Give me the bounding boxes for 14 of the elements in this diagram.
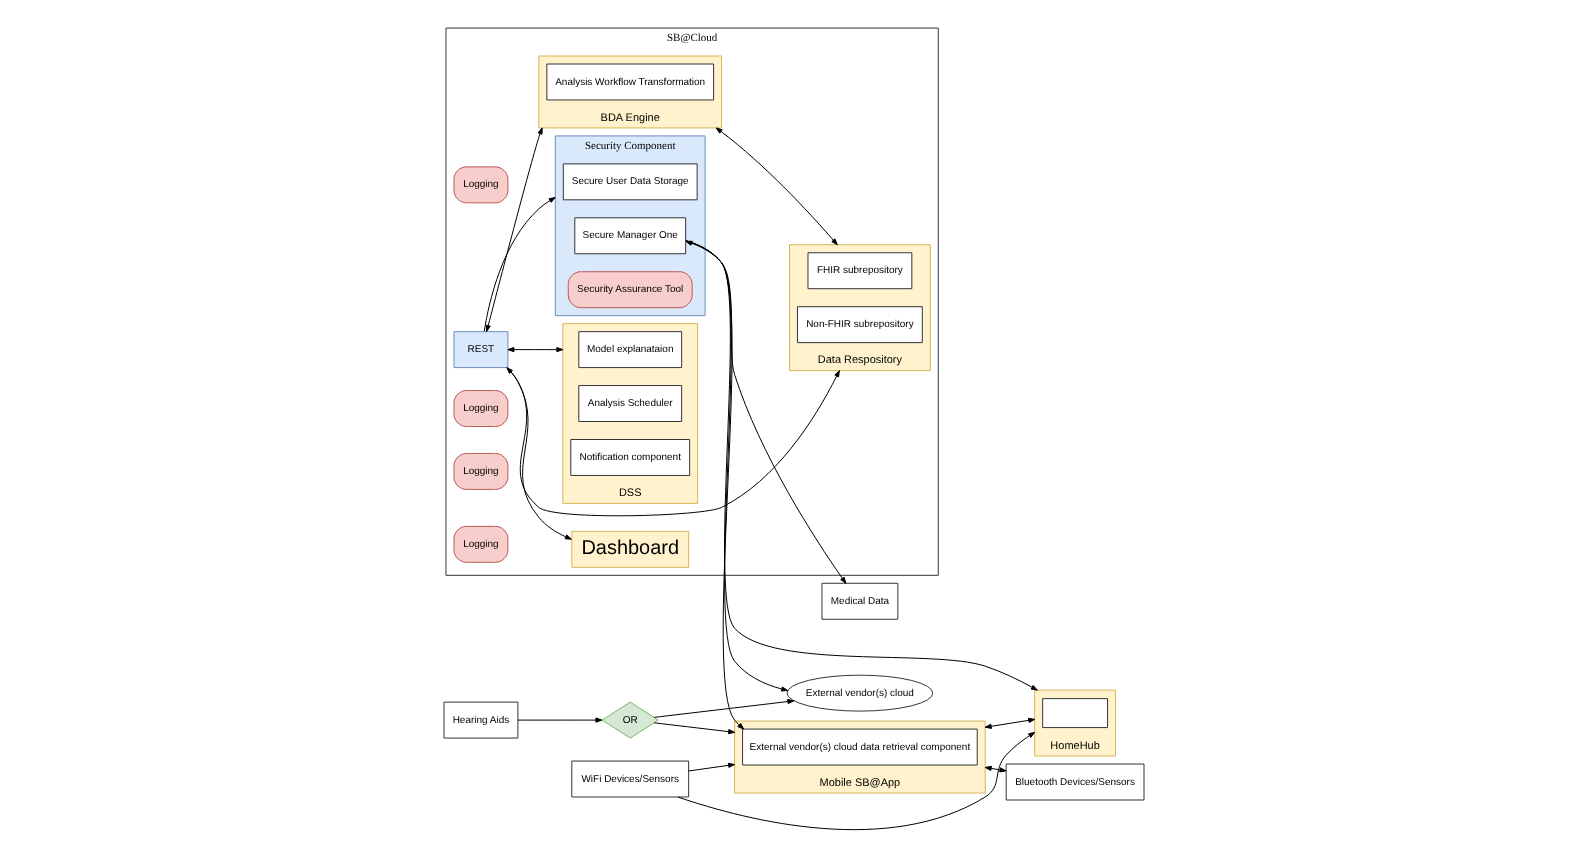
node-box: Dashboard: [571, 530, 690, 568]
arrow: [653, 698, 795, 718]
node-box: [1042, 698, 1109, 729]
arrow: [506, 367, 840, 517]
arrow: [984, 717, 1036, 729]
arrow: [485, 127, 543, 332]
arrow: [688, 762, 736, 772]
arrow: [506, 367, 572, 540]
arrow: [507, 347, 564, 353]
arrow: [715, 127, 838, 246]
arrow: [677, 731, 1036, 831]
arrow: [517, 717, 603, 723]
arrow: [483, 197, 556, 332]
arrow: [653, 722, 736, 735]
